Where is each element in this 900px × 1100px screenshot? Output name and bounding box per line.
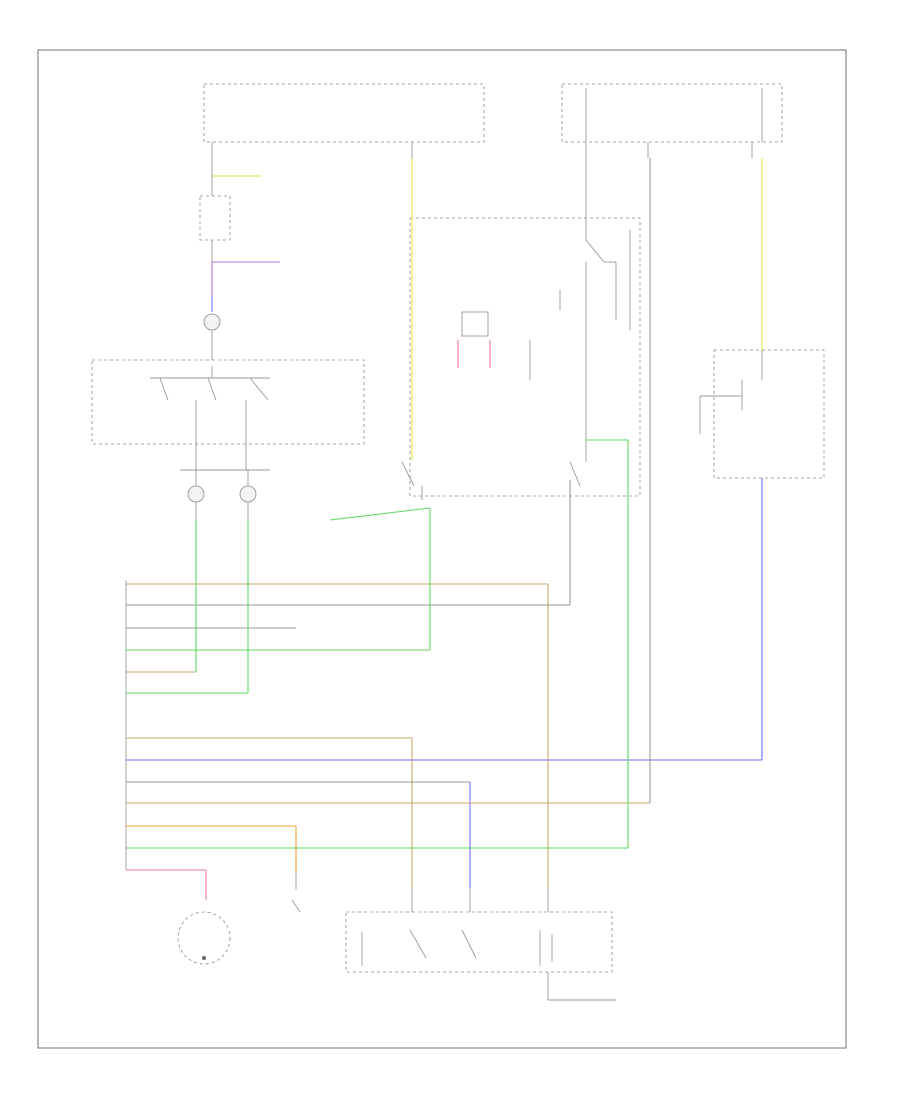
- relay-left: [199, 158, 280, 360]
- connector-wires: [126, 158, 762, 900]
- relay-right: [699, 158, 825, 760]
- cruise-control-switch: [345, 888, 616, 1001]
- fuse-box-right: [561, 83, 783, 158]
- indicator-lamp-top: [203, 313, 221, 331]
- vehicle-speed-sensor: [177, 911, 231, 965]
- lamp-a: [187, 485, 205, 503]
- brake-switch-bottom: [291, 872, 301, 913]
- diagram-frame: [37, 49, 847, 1049]
- indicator-lamps: [180, 469, 270, 520]
- switch-assembly: [91, 359, 365, 470]
- transmission-switch-module: [401, 158, 641, 500]
- lamp-b: [239, 485, 257, 503]
- fuse-box-left: [203, 83, 485, 158]
